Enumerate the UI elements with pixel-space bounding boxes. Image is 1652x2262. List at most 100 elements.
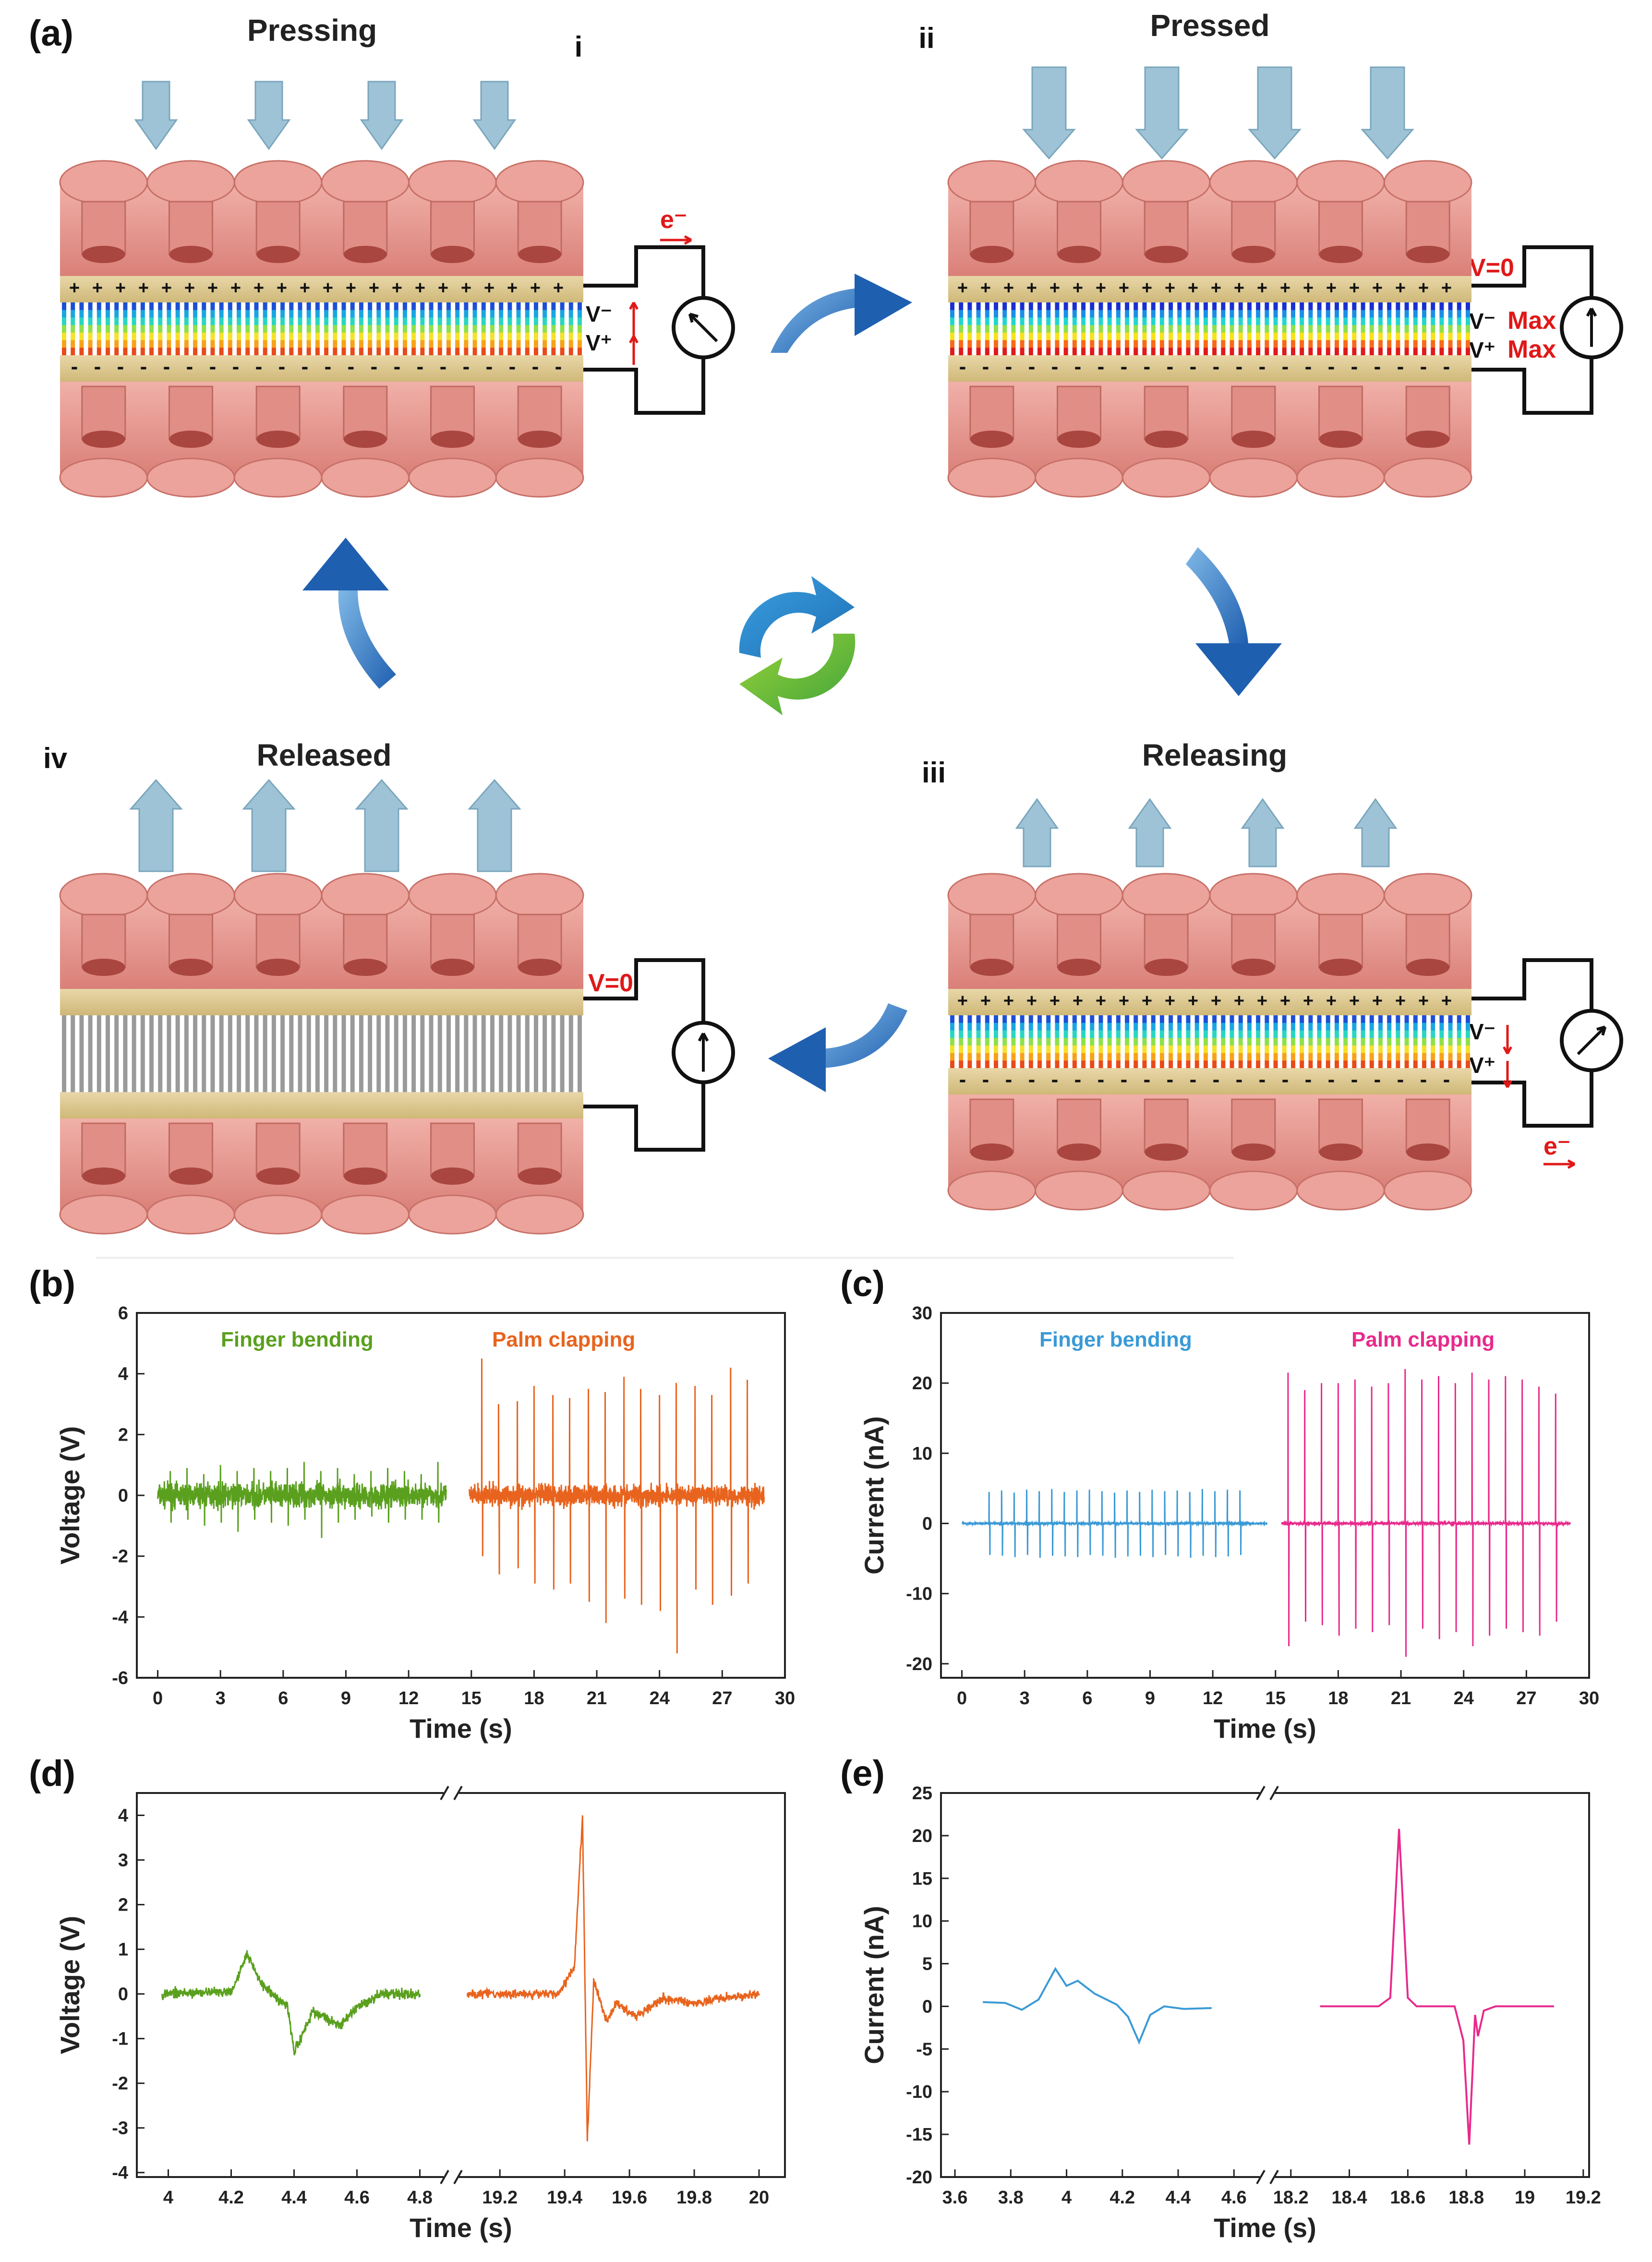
nanowire-segment bbox=[1404, 332, 1409, 341]
nanowire-segment bbox=[1448, 1038, 1453, 1046]
nanowire-segment bbox=[1186, 1053, 1191, 1061]
nanowire-segment bbox=[551, 302, 556, 311]
nanowire-segment bbox=[140, 302, 145, 311]
nanowire-segment bbox=[950, 1030, 954, 1039]
nanowire-segment bbox=[1169, 1023, 1173, 1031]
skin-pore bbox=[1406, 246, 1450, 263]
down-arrow-icon bbox=[472, 81, 517, 150]
nanowire-segment bbox=[1142, 1053, 1147, 1061]
nanowire-segment bbox=[1369, 1023, 1374, 1031]
nanowire-segment bbox=[1265, 348, 1269, 356]
nanowire-segment bbox=[88, 325, 93, 333]
nanowire-segment bbox=[1116, 302, 1121, 311]
nanowire-segment bbox=[1090, 1060, 1095, 1069]
nanowire-segment bbox=[210, 317, 215, 326]
nanowire-segment bbox=[1203, 1060, 1208, 1069]
nanowire-segment bbox=[1317, 1038, 1322, 1046]
nanowire-segment bbox=[123, 317, 128, 326]
nanowire-segment bbox=[967, 1038, 972, 1046]
nanowire-segment bbox=[245, 340, 250, 349]
nanowire-segment bbox=[994, 332, 999, 341]
nanowire-segment bbox=[1203, 332, 1208, 341]
nanowire-segment bbox=[1046, 1045, 1051, 1054]
field-arrow bbox=[1503, 1080, 1512, 1088]
axis-break-gap bbox=[1260, 1788, 1275, 1798]
nanowire-segment bbox=[62, 348, 66, 356]
nanowire-segment bbox=[158, 302, 163, 311]
nanowire-segment bbox=[1230, 1053, 1234, 1061]
v-minus-label: V⁻ bbox=[1469, 309, 1495, 334]
nanowire-segment bbox=[123, 340, 128, 349]
nanowire-segment bbox=[237, 302, 241, 311]
nanowire-segment bbox=[1177, 1023, 1182, 1031]
nanowire-segment bbox=[1439, 1030, 1444, 1039]
nanowire-segment bbox=[1422, 1015, 1426, 1023]
nanowire-segment bbox=[1238, 1053, 1243, 1061]
nanowire-segment bbox=[1448, 1030, 1453, 1039]
nanowire-segment bbox=[525, 302, 530, 311]
x-tick-label: 4 bbox=[163, 2188, 173, 2208]
nanowire-segment bbox=[976, 1060, 981, 1069]
panel-label-d: (d) bbox=[29, 1753, 75, 1794]
nanowire-segment bbox=[1081, 1015, 1086, 1023]
circuit-wire bbox=[1471, 357, 1593, 415]
stage-roman: iii bbox=[922, 757, 946, 789]
nanowire-segment bbox=[1282, 1060, 1287, 1069]
nanowire-segment bbox=[950, 1038, 954, 1046]
nanowire-segment bbox=[193, 332, 198, 341]
nanowire bbox=[289, 1015, 294, 1092]
nanowire-segment bbox=[1457, 332, 1461, 341]
nanowire-segment bbox=[1361, 1038, 1365, 1046]
nanowire-segment bbox=[1221, 310, 1226, 318]
nanowire-segment bbox=[1378, 348, 1383, 356]
charge-plus: + bbox=[1003, 278, 1014, 298]
nanowire-segment bbox=[1334, 310, 1339, 318]
nanowire-segment bbox=[1230, 1038, 1234, 1046]
nanowire-segment bbox=[306, 310, 311, 318]
max-label: Max bbox=[1507, 307, 1556, 335]
nanowire-segment bbox=[1265, 340, 1269, 349]
skin-pore bbox=[1145, 959, 1188, 976]
skin-pillar bbox=[430, 1122, 475, 1177]
nanowire-segment bbox=[959, 310, 964, 318]
charge-minus: - bbox=[1190, 355, 1197, 378]
x-tick-label: 4.2 bbox=[218, 2188, 244, 2208]
nanowire-segment bbox=[263, 332, 267, 341]
nanowire-segment bbox=[1369, 1038, 1374, 1046]
x-tick-label: 4.4 bbox=[281, 2188, 307, 2208]
nanowire-segment bbox=[1308, 310, 1313, 318]
nanowire-segment bbox=[1265, 332, 1269, 341]
skin-bump bbox=[146, 1194, 235, 1235]
nanowire-segment bbox=[1422, 317, 1426, 326]
nanowire bbox=[359, 1015, 363, 1092]
x-axis-label: Time (s) bbox=[1214, 1713, 1316, 1744]
nanowire-segment bbox=[1317, 310, 1322, 318]
nanowire-segment bbox=[132, 310, 136, 318]
nanowire-segment bbox=[324, 310, 329, 318]
nanowire-segment bbox=[1037, 1053, 1042, 1061]
nanowire-segment bbox=[1308, 1045, 1313, 1054]
skin-pillar bbox=[1405, 385, 1450, 440]
nanowire-segment bbox=[1177, 1030, 1182, 1039]
nanowire-segment bbox=[1290, 1015, 1295, 1023]
nanowire-segment bbox=[1169, 1053, 1173, 1061]
nanowire-segment bbox=[1369, 1045, 1374, 1054]
nanowire-segment bbox=[1247, 332, 1252, 341]
x-tick-label: 6 bbox=[278, 1688, 288, 1709]
nanowire-segment bbox=[1238, 1015, 1243, 1023]
nanowire-segment bbox=[1448, 332, 1453, 341]
nanowire-segment bbox=[298, 332, 302, 341]
nanowire-segment bbox=[1177, 1045, 1182, 1054]
nanowire-segment bbox=[228, 348, 232, 356]
nanowire-segment bbox=[1448, 1053, 1453, 1061]
up-arrow-icon bbox=[355, 779, 409, 872]
nanowire bbox=[114, 1015, 119, 1092]
charge-plus: + bbox=[1119, 991, 1129, 1011]
nanowire-segment bbox=[1238, 1038, 1243, 1046]
nanowire-segment bbox=[1125, 1030, 1130, 1039]
nanowire-segment bbox=[499, 302, 504, 311]
nanowire-segment bbox=[62, 332, 66, 341]
nanowire bbox=[167, 1015, 171, 1092]
nanowire-segment bbox=[1334, 317, 1339, 326]
nanowire-segment bbox=[1002, 302, 1007, 311]
